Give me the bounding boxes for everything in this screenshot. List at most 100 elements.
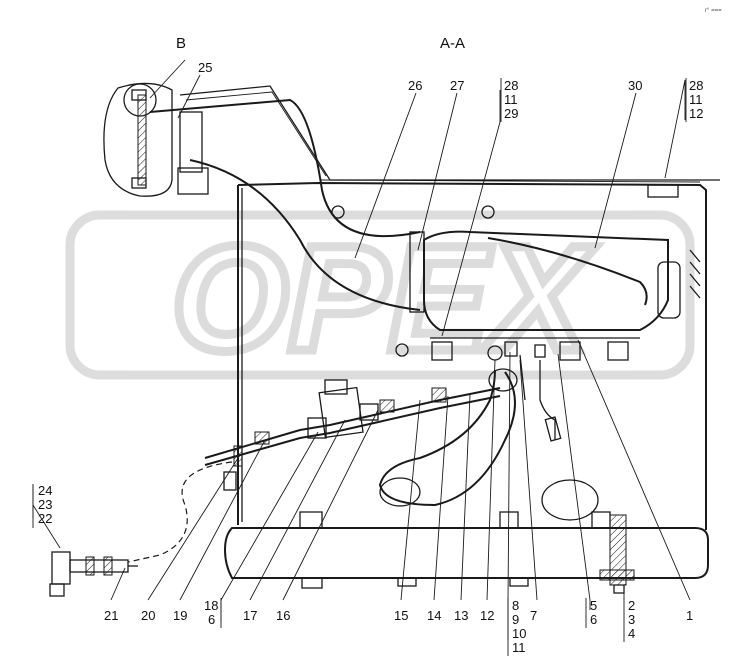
connector-nut-1 bbox=[85, 556, 95, 576]
pipe-upper bbox=[204, 387, 501, 459]
connector-body bbox=[51, 551, 71, 585]
callout-12b: 12 bbox=[480, 608, 494, 623]
duct-flange bbox=[179, 111, 203, 173]
tank-mount-left bbox=[299, 511, 323, 529]
pipe-clamp-2 bbox=[379, 399, 395, 413]
leader-7 bbox=[519, 359, 538, 601]
callout-2: 2 bbox=[628, 598, 635, 613]
callout-23: 23 bbox=[38, 497, 52, 512]
duct-upper-edge bbox=[149, 98, 421, 238]
hose-outer bbox=[378, 369, 516, 507]
callout-24: 24 bbox=[38, 483, 52, 498]
callout-8: 8 bbox=[512, 598, 519, 613]
leader-25 bbox=[177, 74, 201, 119]
callout-25: 25 bbox=[198, 60, 212, 75]
connector-sleeve bbox=[69, 559, 129, 573]
connector-base bbox=[49, 583, 65, 597]
filter-foot-2 bbox=[559, 341, 581, 361]
callout-10: 10 bbox=[512, 626, 526, 641]
callout-6: 6 bbox=[590, 612, 597, 627]
leader-26 bbox=[354, 92, 417, 259]
duct-lower-edge bbox=[189, 159, 421, 311]
callout-27: 27 bbox=[450, 78, 464, 93]
filter-inner-curve bbox=[487, 237, 648, 306]
leader-8-11 bbox=[507, 351, 511, 640]
callout-20: 20 bbox=[141, 608, 155, 623]
leader-14 bbox=[433, 395, 449, 601]
callout-5: 5 bbox=[590, 598, 597, 613]
hose-loop bbox=[378, 354, 526, 507]
filter-cap bbox=[657, 261, 681, 319]
detail-b bbox=[103, 59, 186, 197]
heater-fitting bbox=[307, 417, 327, 439]
watermark-text: OPEX bbox=[172, 214, 597, 382]
tank-strap-nut bbox=[599, 569, 635, 581]
callout-21: 21 bbox=[104, 608, 118, 623]
housing-outline bbox=[237, 181, 707, 530]
leader-28b bbox=[664, 79, 686, 179]
callout-15: 15 bbox=[394, 608, 408, 623]
probe-tip bbox=[544, 416, 562, 442]
callout-14: 14 bbox=[427, 608, 441, 623]
leader-20 bbox=[147, 454, 241, 601]
leader-5-6 bbox=[557, 353, 591, 610]
tank-mount-right bbox=[591, 511, 611, 529]
leader-1 bbox=[577, 339, 691, 601]
callout-11b: 11 bbox=[689, 92, 703, 107]
tank-foot-mid bbox=[397, 577, 417, 587]
cable-dashed bbox=[127, 461, 233, 563]
callout-28b: 28 bbox=[689, 78, 703, 93]
hose-elbow bbox=[488, 368, 518, 392]
corner-mark: r° === bbox=[705, 8, 722, 14]
filter-foot-1 bbox=[431, 341, 453, 361]
detail-bracket bbox=[137, 94, 147, 186]
callout-16: 16 bbox=[276, 608, 290, 623]
fitting-block bbox=[504, 341, 518, 357]
callout-26: 26 bbox=[408, 78, 422, 93]
callout-13: 13 bbox=[454, 608, 468, 623]
pipe-lower bbox=[204, 395, 501, 466]
leader-28-29 bbox=[441, 90, 501, 337]
callout-22: 22 bbox=[38, 511, 52, 526]
fitting-nut bbox=[534, 344, 546, 358]
sensor-probe bbox=[539, 360, 562, 442]
pipe-clamp-3 bbox=[431, 387, 447, 403]
filter-foot-3 bbox=[607, 341, 629, 361]
connector-nut-2 bbox=[103, 556, 113, 576]
detail-bolt-top bbox=[131, 89, 147, 101]
section-title: A-A bbox=[440, 35, 465, 52]
leader-27 bbox=[417, 92, 458, 251]
watermark-frame bbox=[65, 210, 695, 380]
leader-19 bbox=[179, 439, 266, 601]
heater-outlet bbox=[359, 403, 379, 421]
tank-foot-left bbox=[301, 577, 323, 589]
callout-6b: 6 bbox=[208, 612, 215, 627]
intake-duct bbox=[149, 85, 720, 357]
callout-17: 17 bbox=[243, 608, 257, 623]
callout-30: 30 bbox=[628, 78, 642, 93]
callout-11: 11 bbox=[504, 92, 518, 107]
leader-16 bbox=[282, 409, 379, 601]
filter-housing bbox=[423, 230, 669, 331]
callout-18: 18 bbox=[204, 598, 218, 613]
callout-bars bbox=[32, 78, 687, 656]
leader-30 bbox=[594, 92, 637, 249]
duct-bolt-2 bbox=[481, 205, 495, 219]
right-ribs bbox=[689, 249, 701, 299]
leader-17 bbox=[249, 419, 346, 601]
top-bracket-left bbox=[177, 167, 209, 195]
bottom-tank bbox=[223, 479, 709, 594]
probe-wire bbox=[539, 360, 556, 440]
tank-foot-right bbox=[509, 577, 529, 587]
housing bbox=[177, 167, 707, 530]
detail-b-label: B bbox=[176, 35, 186, 52]
callout-3: 3 bbox=[628, 612, 635, 627]
clamp-rod bbox=[519, 354, 526, 401]
callout-29: 29 bbox=[504, 106, 518, 121]
duct-top-rail bbox=[179, 85, 720, 181]
top-bracket-right bbox=[647, 184, 679, 198]
duct-top-rail-inner bbox=[185, 91, 327, 177]
wall-passthrough bbox=[233, 445, 243, 467]
leader-13 bbox=[460, 394, 471, 601]
